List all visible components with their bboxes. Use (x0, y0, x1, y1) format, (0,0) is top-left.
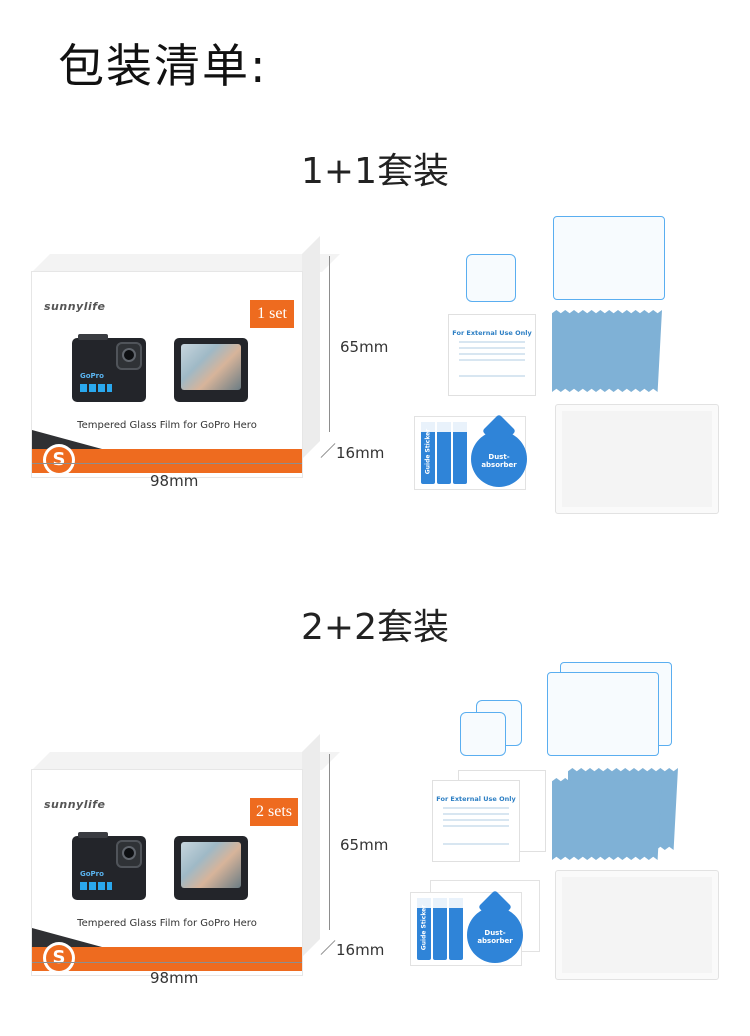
storage-case (555, 404, 719, 514)
height-dimension-label: 65mm (340, 338, 389, 356)
width-dimension-line (32, 463, 302, 464)
sticker-sheet: Guide Sticker Dust-absorber (410, 892, 523, 966)
guide-sticker-label: Guide Sticker (420, 904, 428, 951)
dust-absorber-label: Dust-absorber (481, 453, 517, 469)
camera-lens (116, 840, 142, 868)
box-side-face (302, 236, 320, 459)
dust-absorber-icon: Dust-absorber (467, 907, 523, 963)
box-tagline: Tempered Glass Film for GoPro Hero (77, 420, 257, 431)
sticker-sheet: Guide Sticker Dust-absorber (414, 416, 527, 490)
section-title-1: 1+1套装 (301, 151, 449, 192)
s-logo-icon: S (46, 945, 72, 971)
depth-dimension-label: 16mm (336, 941, 385, 959)
storage-case (555, 870, 719, 980)
camera-back-image (174, 338, 248, 402)
camera-leds (80, 882, 112, 890)
box-front-face: sunnylife 1 set GoPro Tempered Glass Fil… (32, 272, 302, 477)
screen-glass-film (553, 216, 665, 300)
box-top-face (32, 752, 340, 770)
depth-dimension-label: 16mm (336, 444, 385, 462)
cleaning-wipe-card: For External Use Only (432, 780, 520, 862)
microfiber-cloth (552, 778, 662, 860)
brand-logo: sunnylife (44, 798, 106, 811)
card-title: For External Use Only (452, 329, 532, 337)
camera-lens (116, 342, 142, 370)
guide-sticker-label: Guide Sticker (424, 428, 432, 475)
dark-corner-accent (32, 430, 102, 449)
lens-glass-film (460, 712, 506, 756)
height-dimension-line (329, 754, 330, 930)
microfiber-cloth (552, 310, 662, 392)
lens-glass-film (466, 254, 516, 302)
height-dimension-label: 65mm (340, 836, 389, 854)
depth-dimension-line (320, 940, 336, 955)
camera-logo: GoPro (80, 372, 104, 380)
card-title: For External Use Only (436, 795, 516, 803)
box-tagline: Tempered Glass Film for GoPro Hero (77, 918, 257, 929)
page-title: 包装清单: (58, 39, 268, 93)
screen-glass-film (547, 672, 659, 756)
set-badge: 2 sets (250, 798, 298, 826)
box-top-face (32, 254, 340, 272)
dust-absorber-label: Dust-absorber (477, 929, 513, 945)
height-dimension-line (329, 256, 330, 432)
dark-corner-accent (32, 928, 102, 947)
camera-screen (181, 842, 241, 888)
width-dimension-label: 98mm (150, 969, 199, 987)
width-dimension-line (32, 962, 302, 963)
camera-screen (181, 344, 241, 390)
width-dimension-label: 98mm (150, 472, 199, 490)
box-front-face: sunnylife 2 sets GoPro Tempered Glass Fi… (32, 770, 302, 975)
cleaning-wipe-card: For External Use Only (448, 314, 536, 396)
camera-front-image: GoPro (72, 832, 146, 900)
s-logo-icon: S (46, 447, 72, 473)
orange-band (32, 449, 302, 473)
orange-band (32, 947, 302, 971)
camera-back-image (174, 836, 248, 900)
camera-leds (80, 384, 112, 392)
depth-dimension-line (320, 443, 336, 458)
camera-logo: GoPro (80, 870, 104, 878)
box-side-face (302, 734, 320, 957)
dust-absorber-icon: Dust-absorber (471, 431, 527, 487)
set-badge: 1 set (250, 300, 294, 328)
brand-logo: sunnylife (44, 300, 106, 313)
camera-front-image: GoPro (72, 334, 146, 402)
section-title-2: 2+2套装 (301, 607, 449, 648)
